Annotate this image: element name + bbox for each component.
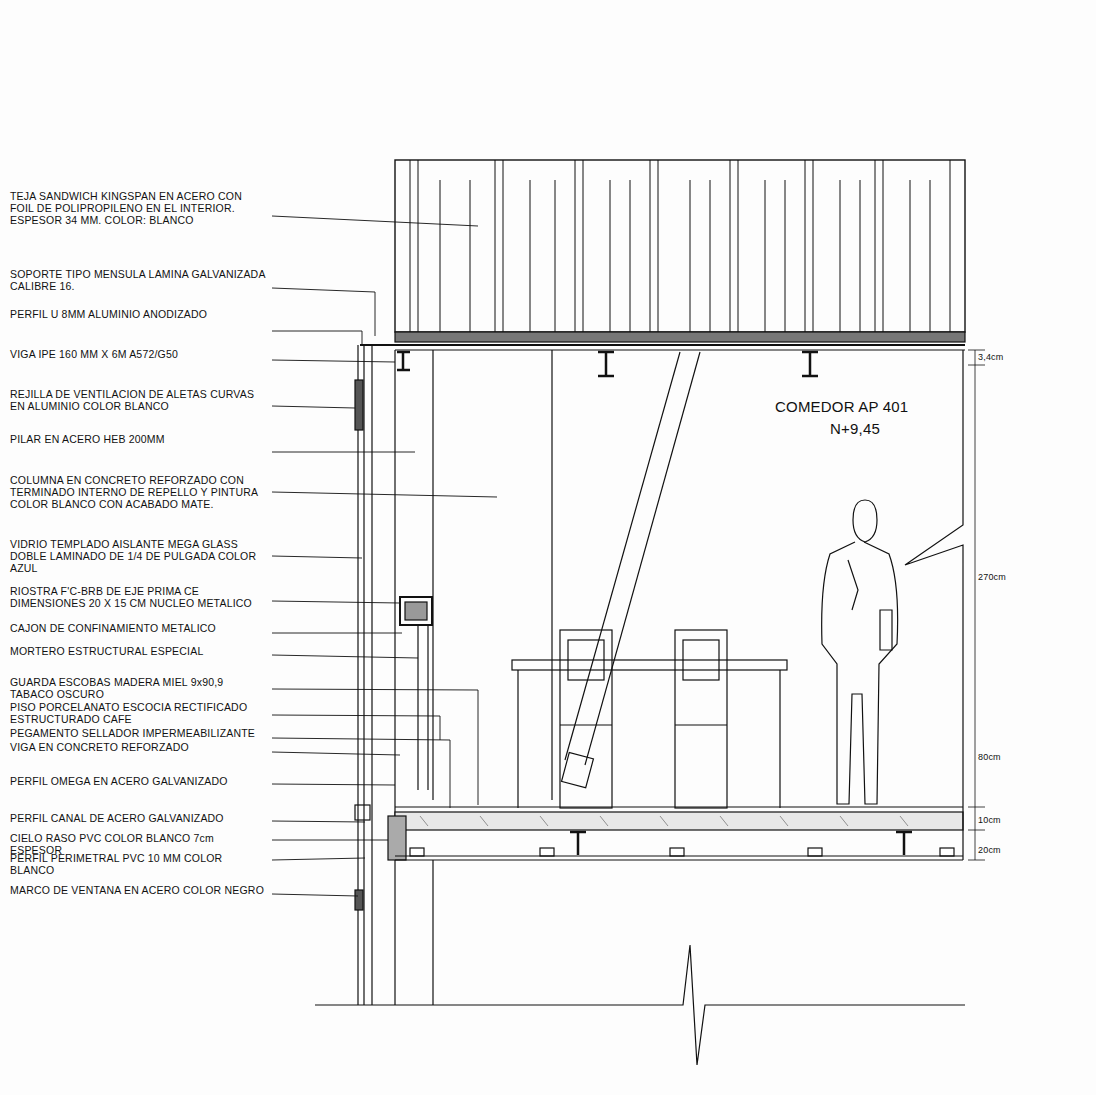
callout-label: PISO PORCELANATO ESCOCIA RECTIFICADO EST… (10, 701, 265, 725)
callout-label: RIOSTRA F'C-BRB DE EJE PRIMA CE DIMENSIO… (10, 585, 265, 609)
callout-label: PERFIL CANAL DE ACERO GALVANIZADO (10, 812, 265, 824)
callout-label: PERFIL OMEGA EN ACERO GALVANIZADO (10, 775, 265, 787)
callout-label: PERFIL PERIMETRAL PVC 10 MM COLOR BLANCO (10, 852, 265, 876)
callout-label: SOPORTE TIPO MENSULA LAMINA GALVANIZADA … (10, 268, 265, 292)
callout-label: TEJA SANDWICH KINGSPAN EN ACERO CON FOIL… (10, 190, 265, 226)
dimension: 20cm (978, 845, 1001, 855)
callout-label: PILAR EN ACERO HEB 200MM (10, 433, 265, 445)
callout-label: PEGAMENTO SELLADOR IMPERMEABILIZANTE (10, 727, 265, 739)
callout-label: VIDRIO TEMPLADO AISLANTE MEGA GLASS DOBL… (10, 538, 265, 574)
dimension: 10cm (978, 815, 1001, 825)
dimension: 270cm (978, 572, 1006, 582)
callout-label: COLUMNA EN CONCRETO REFORZADO CON TERMIN… (10, 474, 265, 510)
callout-label: PERFIL U 8MM ALUMINIO ANODIZADO (10, 308, 265, 320)
callout-label: MORTERO ESTRUCTURAL ESPECIAL (10, 645, 265, 657)
callout-label: MARCO DE VENTANA EN ACERO COLOR NEGRO (10, 884, 265, 896)
callout-label: VIGA EN CONCRETO REFORZADO (10, 741, 265, 753)
dimension: 3,4cm (978, 352, 1004, 362)
room-name: COMEDOR AP 401 (775, 398, 945, 416)
callout-label: VIGA IPE 160 MM X 6M A572/G50 (10, 348, 265, 360)
callout-label: CAJON DE CONFINAMIENTO METALICO (10, 622, 265, 634)
callout-label: GUARDA ESCOBAS MADERA MIEL 9x90,9 TABACO… (10, 676, 265, 700)
level-mark: N+9,45 (830, 420, 910, 438)
callout-label: REJILLA DE VENTILACION DE ALETAS CURVAS … (10, 388, 265, 412)
dimension: 80cm (978, 752, 1001, 762)
